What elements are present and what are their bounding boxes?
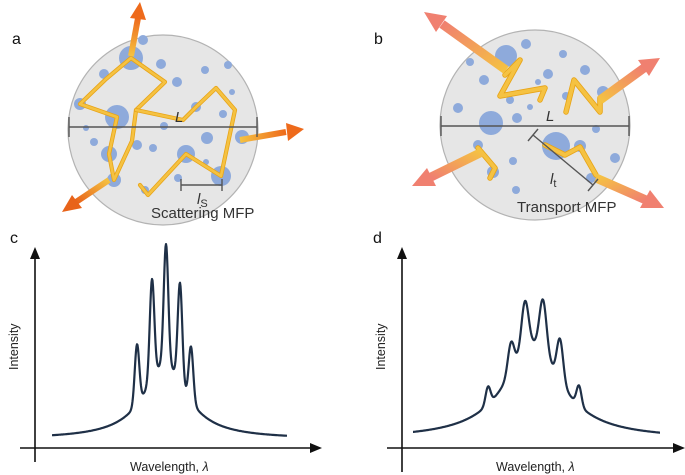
- panel-label-a: a: [12, 31, 21, 48]
- exit-arrow-b-bottomright: [594, 173, 648, 205]
- panel-label-b: b: [374, 31, 383, 48]
- length-label-b: L: [546, 108, 554, 125]
- arrowhead-icon: [638, 58, 660, 76]
- scatterers-b: [453, 39, 620, 194]
- mfp-label-b: lt: [550, 171, 556, 190]
- spectrum-curve-c: [51, 243, 288, 437]
- arrowhead-icon: [412, 168, 436, 186]
- exit-arrow-b-right: [597, 64, 647, 104]
- panel-label-c: c: [10, 230, 18, 247]
- xlabel-c: Wavelength, λ: [130, 460, 209, 474]
- arrowhead-icon: [130, 2, 146, 20]
- panel-c: c Wavelength, λ Intensity: [7, 230, 322, 474]
- panel-b: b: [374, 12, 664, 221]
- panel-label-d: d: [373, 230, 382, 247]
- length-bar-a: [68, 117, 258, 137]
- ylabel-d: Intensity: [374, 323, 388, 370]
- spectrum-curve-d: [412, 298, 661, 434]
- exit-arrows-a: [62, 2, 304, 212]
- y-axis-arrow-icon: [397, 247, 407, 259]
- arrowhead-icon: [424, 12, 447, 32]
- caption-a: Scattering MFP: [151, 205, 254, 222]
- exit-arrow-a-right: [239, 129, 287, 143]
- x-axis-arrow-icon: [673, 443, 685, 453]
- caption-b: Transport MFP: [517, 199, 616, 216]
- mfp-bar-b: [527, 128, 599, 192]
- panel-d: d Wavelength, λ Intensity: [373, 230, 685, 474]
- transport-path-b: [475, 57, 603, 181]
- mfp-label-a: lS: [197, 191, 208, 210]
- axes-d: [387, 255, 680, 472]
- exit-arrow-b-topleft: [439, 20, 509, 74]
- x-axis-arrow-icon: [310, 443, 322, 453]
- arrowhead-icon: [286, 123, 304, 141]
- scattering-path-a: [77, 55, 238, 198]
- y-axis-arrow-icon: [30, 247, 40, 259]
- arrowhead-icon: [62, 195, 82, 212]
- exit-arrow-a-top: [128, 17, 141, 57]
- xlabel-d: Wavelength, λ: [496, 460, 575, 474]
- length-bar-b: [440, 116, 630, 136]
- exit-arrows-b: [412, 12, 664, 208]
- ylabel-c: Intensity: [7, 323, 21, 370]
- panel-a: a: [12, 2, 304, 226]
- length-label-a: L: [175, 109, 183, 126]
- mfp-bar-a: [180, 179, 223, 191]
- axes-c: [20, 255, 314, 462]
- arrowhead-icon: [640, 190, 664, 208]
- exit-arrow-b-left: [429, 147, 484, 182]
- exit-arrow-a-bottom: [74, 177, 111, 205]
